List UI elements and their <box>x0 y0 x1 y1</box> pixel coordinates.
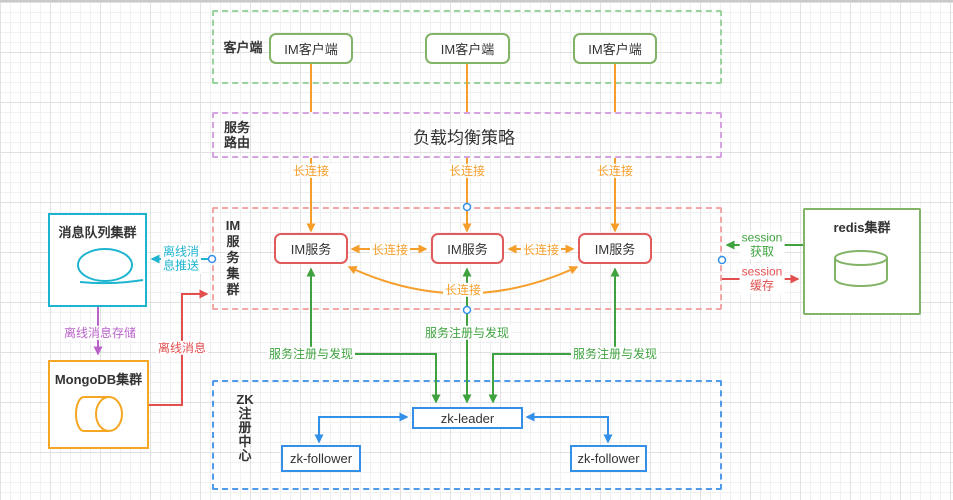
service-registry-label-right[interactable]: 服务注册与发现 <box>570 346 660 362</box>
im-client-box-2[interactable]: IM客户端 <box>425 33 510 64</box>
redis-cluster-box[interactable]: redis集群 <box>803 208 921 315</box>
zk-leader-box[interactable]: zk-leader <box>412 407 523 429</box>
zk-section-label: ZK 注 册 中 心 <box>236 392 254 463</box>
long-connection-label-1[interactable]: 长连接 <box>290 163 332 179</box>
long-connection-label-6[interactable]: 长连接 <box>442 282 484 298</box>
im-section-label: IM 服 务 集 群 <box>225 218 241 297</box>
long-connection-label-2[interactable]: 长连接 <box>446 163 488 179</box>
load-balancing-strategy-text: 负载均衡策略 <box>413 128 515 148</box>
zk-follower-box-1[interactable]: zk-follower <box>281 445 361 472</box>
offline-push-label[interactable]: 离线消 息推送 <box>160 244 202 274</box>
zk-registry-container[interactable] <box>212 380 722 490</box>
queue-loop-icon <box>77 248 144 285</box>
mongodb-cluster-box[interactable]: MongoDB集群 <box>48 360 149 449</box>
routing-section-label: 服务 路由 <box>223 120 250 150</box>
mongodb-cluster-title: MongoDB集群 <box>54 372 143 387</box>
offline-store-label[interactable]: 离线消息存储 <box>61 325 139 341</box>
long-connection-label-5[interactable]: 长连接 <box>520 242 562 258</box>
service-registry-label-middle[interactable]: 服务注册与发现 <box>422 325 512 341</box>
long-connection-label-3[interactable]: 长连接 <box>594 163 636 179</box>
zk-follower-box-2[interactable]: zk-follower <box>570 445 647 472</box>
im-client-box-3[interactable]: IM客户端 <box>573 33 657 64</box>
im-service-box-1[interactable]: IM服务 <box>274 233 348 264</box>
service-registry-label-left[interactable]: 服务注册与发现 <box>266 346 356 362</box>
im-service-box-2[interactable]: IM服务 <box>431 233 504 264</box>
im-client-box-1[interactable]: IM客户端 <box>269 33 353 64</box>
database-cylinder-icon <box>834 250 888 287</box>
session-get-label[interactable]: session 获取 <box>739 230 785 260</box>
long-connection-label-4[interactable]: 长连接 <box>369 242 411 258</box>
message-queue-cluster-box[interactable]: 消息队列集群 <box>48 213 147 307</box>
horizontal-cylinder-icon <box>75 396 123 432</box>
message-queue-cluster-title: 消息队列集群 <box>58 225 137 240</box>
client-section-label: 客户端 <box>223 40 263 55</box>
redis-cluster-title: redis集群 <box>833 220 891 235</box>
session-cache-label[interactable]: session 缓存 <box>739 264 785 294</box>
offline-message-label[interactable]: 离线消息 <box>155 340 209 356</box>
im-service-box-3[interactable]: IM服务 <box>578 233 652 264</box>
service-routing-container[interactable] <box>212 112 722 158</box>
